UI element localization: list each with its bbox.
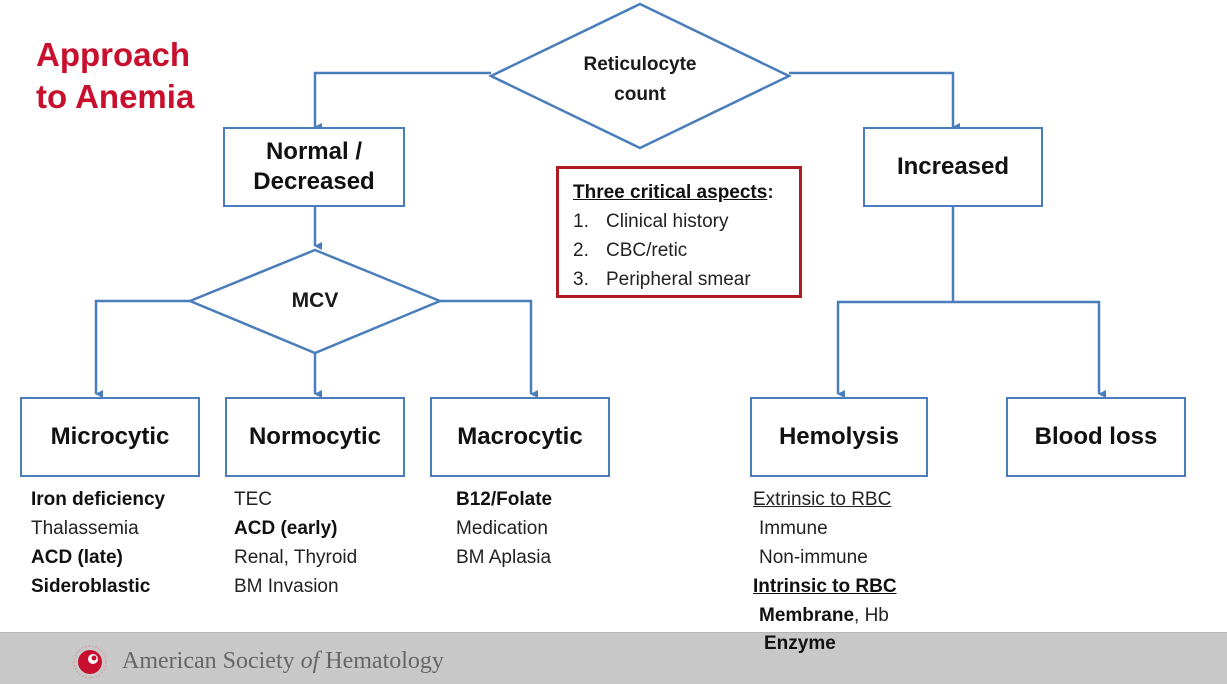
reticulocyte-label: Reticulocyte count: [583, 54, 697, 105]
hemolysis-box: Hemolysis: [750, 397, 928, 477]
increased-box: Increased: [863, 127, 1043, 207]
list-item: Iron deficiency: [31, 489, 166, 510]
list-item: Immune: [759, 518, 828, 539]
blood-loss-box: Blood loss: [1006, 397, 1186, 477]
macrocytic-causes: B12/Folate Medication BM Aplasia: [456, 485, 552, 572]
macrocytic-box: Macrocytic: [430, 397, 610, 477]
mcv-label: MCV: [291, 289, 339, 312]
footer-bar: American Society of Hematology: [0, 632, 1227, 684]
list-item: Thalassemia: [31, 518, 139, 539]
list-item: TEC: [234, 489, 272, 510]
list-item: Sideroblastic: [31, 576, 151, 597]
list-item: ACD (late): [31, 547, 123, 568]
connector-retic-to-increased: [789, 71, 960, 131]
critical-aspect-item: 2.CBC/retic: [573, 240, 688, 261]
reticulocyte-diamond: [488, 2, 792, 150]
normocytic-causes: TEC ACD (early) Renal, Thyroid BM Invasi…: [234, 485, 357, 601]
list-item: B12/Folate: [456, 489, 553, 510]
list-item: Renal, Thyroid: [234, 547, 358, 568]
critical-aspects-heading: Three critical aspects: [573, 182, 768, 203]
list-item-enzyme: Enzyme: [764, 633, 836, 654]
list-item: Medication: [456, 518, 548, 539]
critical-aspect-item: 3.Peripheral smear: [573, 269, 751, 290]
list-item: ACD (early): [234, 518, 338, 539]
ash-logo-icon: [73, 645, 107, 679]
list-item: Non-immune: [759, 547, 868, 568]
critical-aspect-item: 1.Clinical history: [573, 211, 729, 232]
connector-mcv-to-macrocytic: [440, 299, 538, 398]
connector-increased-to-hemolysis: [836, 300, 953, 398]
hemolysis-causes: Extrinsic to RBC Immune Non-immune Intri…: [753, 485, 897, 630]
list-item: Membrane, Hb: [759, 605, 889, 626]
page-title: Approach to Anemia: [36, 36, 195, 115]
society-name: American Society of Hematology: [122, 648, 444, 674]
critical-aspects-box: Three critical aspects: 1.Clinical histo…: [556, 166, 802, 298]
extrinsic-heading: Extrinsic to RBC: [753, 489, 892, 510]
connector-retic-to-normal: [313, 71, 491, 131]
microcytic-causes: Iron deficiency Thalassemia ACD (late) S…: [31, 485, 165, 601]
connector-increased-to-bloodloss: [953, 300, 1106, 398]
normal-decreased-box: Normal / Decreased: [223, 127, 405, 207]
list-item: BM Invasion: [234, 576, 339, 597]
microcytic-box: Microcytic: [20, 397, 200, 477]
list-item: BM Aplasia: [456, 547, 552, 568]
normocytic-box: Normocytic: [225, 397, 405, 477]
intrinsic-heading: Intrinsic to RBC: [753, 576, 897, 597]
connector-mcv-to-microcytic: [94, 299, 190, 398]
